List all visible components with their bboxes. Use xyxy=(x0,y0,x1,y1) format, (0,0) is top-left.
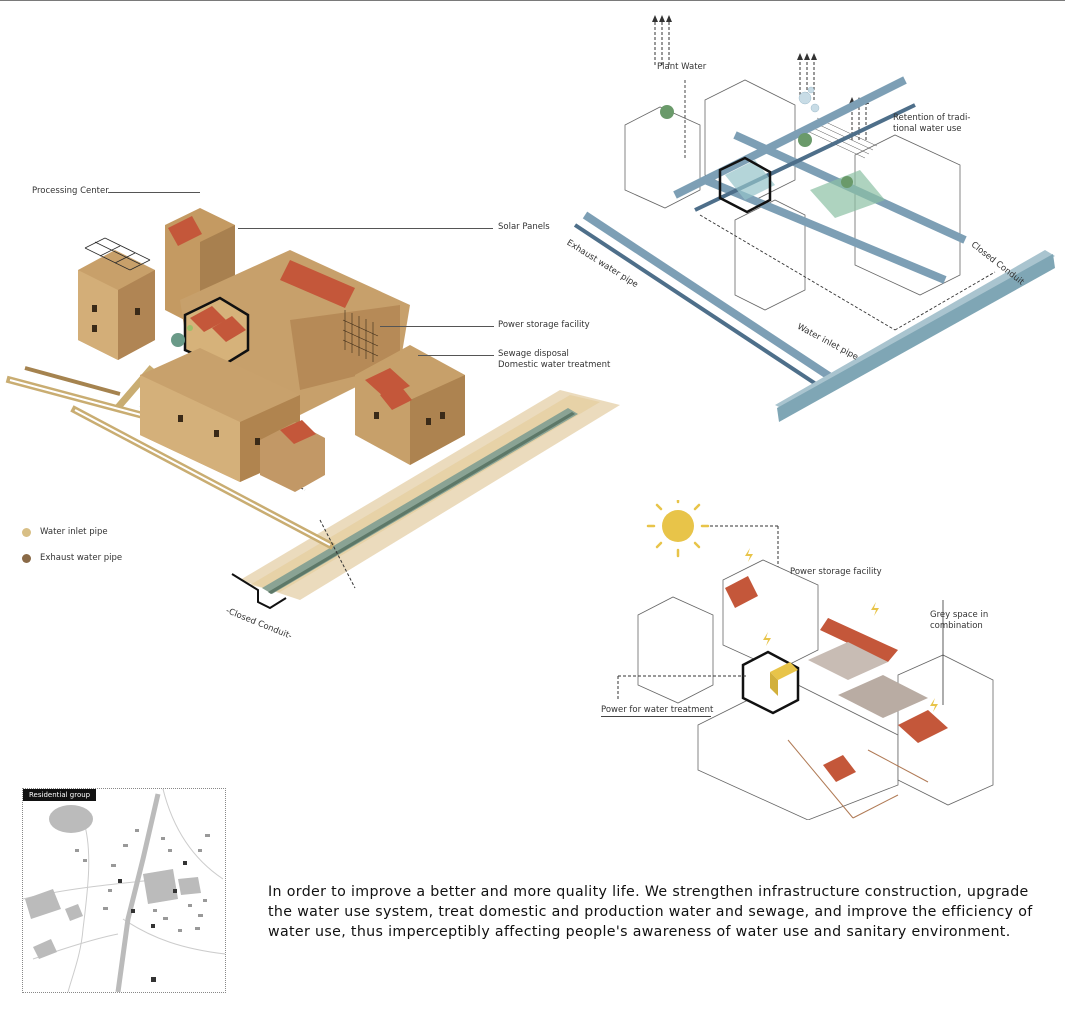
energy-diagram xyxy=(617,500,994,820)
power-storage-right-label: Power storage facility xyxy=(790,567,882,577)
retention-label-1: Retention of tradi- xyxy=(893,113,971,123)
water-diagram xyxy=(573,15,1055,422)
legend-water-inlet-label: Water inlet pipe xyxy=(40,527,108,537)
sewage-leader xyxy=(418,355,494,356)
plant-water-label: Plant Water xyxy=(657,62,707,72)
sewage-label-2: Domestic water treatment xyxy=(498,360,611,370)
power-storage-left-leader xyxy=(380,326,494,327)
power-water-treatment-leader xyxy=(601,716,711,717)
top-border xyxy=(0,0,1065,1)
legend-exhaust-swatch xyxy=(22,554,31,563)
grey-space-label-2: combination xyxy=(930,621,983,631)
site-map-drawing xyxy=(23,789,225,992)
retention-label-2: tional water use xyxy=(893,124,962,134)
legend-exhaust-label: Exhaust water pipe xyxy=(40,553,123,563)
solar-panels-leader xyxy=(238,228,493,229)
site-map-title: Residential group xyxy=(23,789,97,801)
solar-panels-label: Solar Panels xyxy=(498,222,550,232)
processing-center-leader xyxy=(108,192,200,193)
sewage-label-1: Sewage disposal xyxy=(498,349,569,359)
power-storage-left-label: Power storage facility xyxy=(498,320,590,330)
site-map: Residential group xyxy=(22,788,226,993)
processing-center-label: Processing Center xyxy=(32,186,109,196)
legend-water-inlet-swatch xyxy=(22,528,31,537)
sun-icon xyxy=(662,510,694,542)
grey-space-label-1: Grey space in xyxy=(930,610,989,620)
earth-diagram xyxy=(5,208,620,610)
description-paragraph: In order to improve a better and more qu… xyxy=(268,884,1033,940)
power-water-treatment-label: Power for water treatment xyxy=(601,705,714,715)
